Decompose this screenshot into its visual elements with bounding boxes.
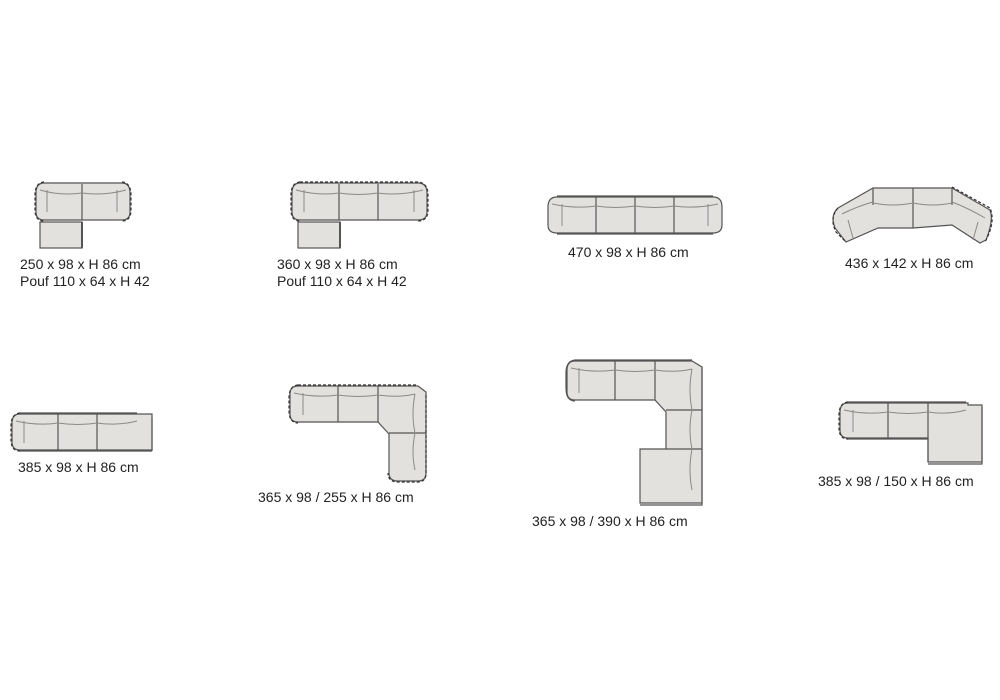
dimensions-main: 360 x 98 x H 86 cm [277, 256, 398, 272]
dimensions-main: 385 x 98 x H 86 cm [18, 459, 139, 475]
dimensions-pouf: Pouf 110 x 64 x H 42 [20, 273, 150, 289]
dimensions-main: 436 x 142 x H 86 cm [845, 255, 974, 271]
dimensions-main: 365 x 98 / 255 x H 86 cm [258, 489, 414, 505]
dimensions-main: 385 x 98 / 150 x H 86 cm [818, 473, 974, 489]
dimensions-pouf: Pouf 110 x 64 x H 42 [277, 273, 407, 289]
dimensions-main: 365 x 98 / 390 x H 86 cm [532, 513, 688, 529]
dimensions-main: 470 x 98 x H 86 cm [568, 244, 689, 260]
dimensions-main: 250 x 98 x H 86 cm [20, 256, 141, 272]
